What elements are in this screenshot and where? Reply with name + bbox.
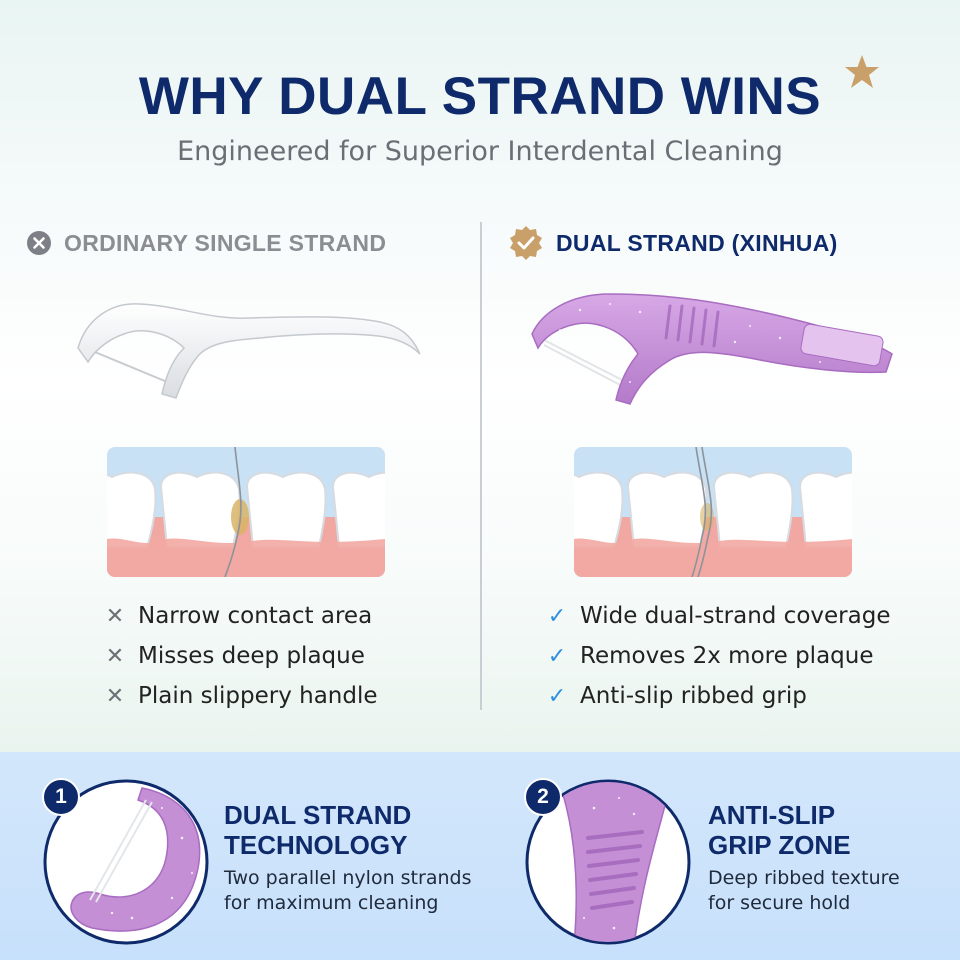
page-title: WHY DUAL STRAND WINS	[138, 67, 822, 126]
right-column-heading: DUAL STRAND (XINHUA)	[508, 226, 838, 260]
list-item-text: Anti-slip ribbed grip	[580, 683, 807, 709]
dual-strand-closeup-image	[43, 779, 209, 945]
x-icon: ✕	[105, 683, 125, 709]
x-icon: ✕	[105, 643, 125, 669]
star-icon	[845, 55, 879, 88]
column-divider	[480, 222, 482, 710]
list-item: ✕ Plain slippery handle	[104, 676, 378, 716]
left-heading-label: ORDINARY SINGLE STRAND	[64, 229, 387, 256]
feature-title-line: DUAL STRAND	[224, 800, 412, 830]
list-item-text: Wide dual-strand coverage	[580, 603, 891, 629]
feature-number-badge: 2	[524, 778, 562, 816]
list-item: ✕ Misses deep plaque	[104, 636, 378, 676]
feature-desc-line: for secure hold	[708, 892, 851, 914]
list-item: ✓ Removes 2x more plaque	[546, 636, 890, 676]
feature-title-line: TECHNOLOGY	[224, 830, 408, 860]
list-item-text: Plain slippery handle	[138, 683, 378, 709]
list-item: ✕ Narrow contact area	[104, 596, 378, 636]
page-subtitle: Engineered for Superior Interdental Clea…	[177, 136, 783, 167]
feature-text-block: DUAL STRAND TECHNOLOGY Two parallel nylo…	[224, 800, 471, 916]
single-strand-teeth-illustration	[107, 447, 385, 577]
check-icon: ✓	[547, 603, 567, 629]
dual-strand-teeth-illustration	[574, 447, 852, 577]
ordinary-drawbacks-list: ✕ Narrow contact area ✕ Misses deep plaq…	[104, 596, 378, 716]
check-icon: ✓	[547, 643, 567, 669]
list-item-text: Narrow contact area	[138, 603, 373, 629]
list-item-text: Removes 2x more plaque	[580, 643, 874, 669]
feature-desc-line: for maximum cleaning	[224, 892, 439, 914]
list-item: ✓ Anti-slip ribbed grip	[546, 676, 890, 716]
check-badge-icon	[510, 226, 542, 260]
list-item-text: Misses deep plaque	[138, 643, 365, 669]
ordinary-floss-pick-image	[77, 303, 421, 399]
feature-title-line: GRIP ZONE	[708, 830, 851, 860]
feature-number-badge: 1	[42, 778, 80, 816]
x-circle-icon	[27, 231, 51, 255]
dual-strand-benefits-list: ✓ Wide dual-strand coverage ✓ Removes 2x…	[546, 596, 891, 716]
check-icon: ✓	[547, 683, 567, 709]
grip-zone-closeup-image	[525, 779, 691, 945]
feature-desc-line: Two parallel nylon strands	[224, 867, 472, 889]
dual-strand-floss-pick-image	[531, 293, 893, 405]
feature-desc-line: Deep ribbed texture	[708, 867, 900, 889]
feature-text-block: ANTI-SLIP GRIP ZONE Deep ribbed texture …	[708, 800, 900, 916]
right-heading-label: DUAL STRAND (XINHUA)	[556, 229, 838, 256]
x-icon: ✕	[105, 603, 125, 629]
left-column-heading: ORDINARY SINGLE STRAND	[26, 228, 386, 258]
list-item: ✓ Wide dual-strand coverage	[546, 596, 891, 636]
feature-title-line: ANTI-SLIP	[708, 800, 836, 830]
